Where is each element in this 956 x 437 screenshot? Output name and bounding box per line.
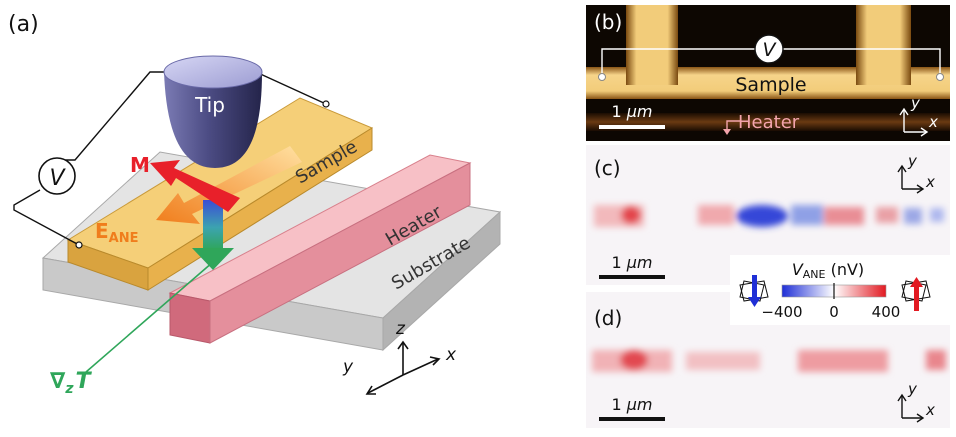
m-arrow	[150, 160, 240, 212]
magnet-down-icon	[739, 275, 769, 307]
axis-z-label: z	[395, 319, 406, 339]
colorbar-tick-min: −400	[761, 303, 802, 321]
svg-text:1 μm: 1 μm	[611, 395, 652, 414]
svg-text:1 μm: 1 μm	[611, 253, 652, 272]
panel-b-scalebar: 1 μm	[599, 102, 665, 129]
colorbar-title: VANE (nV)	[792, 260, 864, 281]
afm-tip: Tip	[163, 55, 263, 168]
panel-b-sample-label: Sample	[735, 74, 806, 96]
panel-b-axes	[899, 107, 929, 137]
panel-c-label: (c)	[594, 156, 621, 180]
voltmeter-circle-b	[754, 34, 784, 64]
colorbar-tick-mid: 0	[829, 303, 839, 321]
voltmeter-circle	[38, 157, 76, 195]
axis-y-label: y	[342, 357, 354, 377]
panel-d-axis-y: y	[907, 380, 918, 398]
gradient-arrow	[85, 200, 234, 373]
axes-xyz	[365, 340, 441, 395]
panel-b-image: V (b) Sample 1 μm Heater y x	[586, 5, 950, 141]
panel-c-axis-y: y	[907, 152, 918, 170]
panel-b-axis-x: x	[928, 113, 938, 131]
e-ane-label: EANE	[95, 219, 139, 246]
svg-text:1 μm: 1 μm	[611, 102, 652, 121]
voltmeter-symbol: V	[49, 166, 66, 191]
panel-d-label: (d)	[594, 306, 622, 330]
panel-b: V (b) Sample 1 μm Heater y x	[586, 5, 950, 141]
colorbar-tick-max: 400	[872, 303, 901, 321]
colorbar-svg: VANE (nV) −400 0 400	[730, 255, 950, 325]
panel-b-heater-label: Heater	[738, 112, 800, 133]
magnet-up-icon	[901, 277, 931, 311]
panel-d-axis-x: x	[925, 401, 935, 419]
m-label: M	[130, 153, 150, 177]
panel-b-label: (b)	[594, 10, 622, 34]
panel-b-heater-marker: Heater	[723, 112, 800, 135]
e-ane-arrow	[156, 146, 302, 224]
voltmeter-symbol-b: V	[763, 39, 778, 61]
contact-left	[598, 73, 606, 81]
panel-b-axis-y: y	[910, 94, 921, 112]
panel-c-axis-x: x	[925, 173, 935, 191]
voltmeter-circuit: V	[13, 71, 330, 249]
panel-c-axes	[897, 164, 925, 194]
panel-c-scalebar: 1 μm	[599, 253, 665, 279]
panel-d-scalebar: 1 μm	[599, 395, 665, 421]
panel-a-label: (a)	[8, 12, 39, 37]
tip-label: Tip	[194, 93, 225, 117]
panel-b-circuit	[601, 48, 941, 77]
panel-d-signal	[592, 350, 946, 372]
axis-x-label: x	[445, 345, 457, 365]
panel-a-schematic: V Tip (a) M EANE Sample Heater Substrate…	[8, 12, 502, 397]
panel-a: V Tip (a) M EANE Sample Heater Substrate…	[8, 12, 502, 397]
panel-d-axes	[897, 393, 925, 423]
heater-block	[168, 154, 472, 344]
contact-right	[936, 73, 944, 81]
panel-c-signal	[594, 205, 944, 227]
colorbar-legend: VANE (nV) −400 0 400	[730, 255, 950, 325]
gradient-label: ∇zT	[50, 369, 93, 397]
